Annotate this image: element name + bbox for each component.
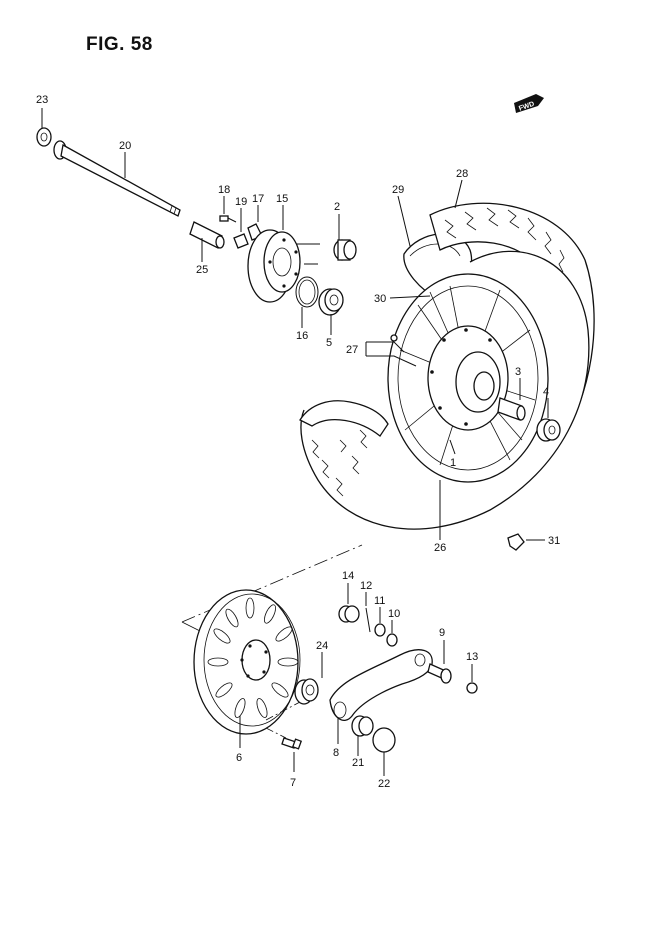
callout-20: 20 bbox=[119, 140, 131, 152]
callout-18: 18 bbox=[218, 184, 230, 196]
callout-1: 1 bbox=[450, 457, 456, 469]
part-23-nut bbox=[36, 127, 52, 147]
callout-28: 28 bbox=[456, 168, 468, 180]
part-15-hub bbox=[247, 229, 320, 303]
part-6-brake-disc bbox=[193, 589, 301, 735]
callout-5: 5 bbox=[326, 337, 332, 349]
callout-29: 29 bbox=[392, 184, 404, 196]
callout-17: 17 bbox=[252, 193, 264, 205]
callout-12: 12 bbox=[360, 580, 372, 592]
callout-13: 13 bbox=[466, 651, 478, 663]
callout-7: 7 bbox=[290, 777, 296, 789]
part-9-bolt bbox=[427, 663, 452, 684]
callout-27: 27 bbox=[346, 344, 358, 356]
callout-15: 15 bbox=[276, 193, 288, 205]
part-8-torque-link bbox=[329, 649, 433, 721]
callout-31: 31 bbox=[548, 535, 560, 547]
part-27-bolts bbox=[390, 334, 398, 342]
part-26-wheel-assembly bbox=[299, 250, 590, 530]
part-4-bearing bbox=[536, 418, 561, 442]
part-10-lock-washer bbox=[386, 633, 398, 647]
callout-2: 2 bbox=[334, 201, 340, 213]
callout-6: 6 bbox=[236, 752, 242, 764]
part-21-nut bbox=[351, 715, 374, 737]
part-3-spacer bbox=[497, 397, 526, 421]
callout-10: 10 bbox=[388, 608, 400, 620]
callout-8: 8 bbox=[333, 747, 339, 759]
callout-16: 16 bbox=[296, 330, 308, 342]
callout-3: 3 bbox=[515, 366, 521, 378]
callout-26: 26 bbox=[434, 542, 446, 554]
part-2-bush bbox=[333, 239, 357, 261]
callout-19: 19 bbox=[235, 196, 247, 208]
callout-21: 21 bbox=[352, 757, 364, 769]
part-20-axle bbox=[53, 140, 181, 217]
callout-30: 30 bbox=[374, 293, 386, 305]
part-12-cotter-pin bbox=[365, 607, 371, 633]
callout-24: 24 bbox=[316, 640, 328, 652]
part-31-clip bbox=[507, 533, 525, 551]
callout-11: 11 bbox=[374, 595, 385, 607]
part-19-washer bbox=[233, 233, 249, 249]
callout-14: 14 bbox=[342, 570, 354, 582]
part-25-spacer bbox=[189, 221, 225, 249]
fwd-arrow-icon: FWD bbox=[514, 94, 544, 113]
part-22-cap bbox=[372, 727, 396, 753]
part-24-spacer bbox=[294, 678, 319, 705]
figure-title: FIG. 58 bbox=[86, 34, 153, 55]
part-5-bearing bbox=[318, 288, 344, 316]
callout-22: 22 bbox=[378, 778, 390, 790]
part-18-bolt bbox=[219, 215, 237, 223]
part-11-washer bbox=[374, 623, 386, 637]
part-7-bolt bbox=[281, 737, 303, 750]
callout-4: 4 bbox=[543, 386, 549, 398]
part-14-nut bbox=[338, 605, 360, 623]
callout-23: 23 bbox=[36, 94, 48, 106]
part-16-o-ring bbox=[295, 276, 319, 308]
callout-9: 9 bbox=[439, 627, 445, 639]
callout-25: 25 bbox=[196, 264, 208, 276]
part-13-cap bbox=[466, 682, 478, 694]
